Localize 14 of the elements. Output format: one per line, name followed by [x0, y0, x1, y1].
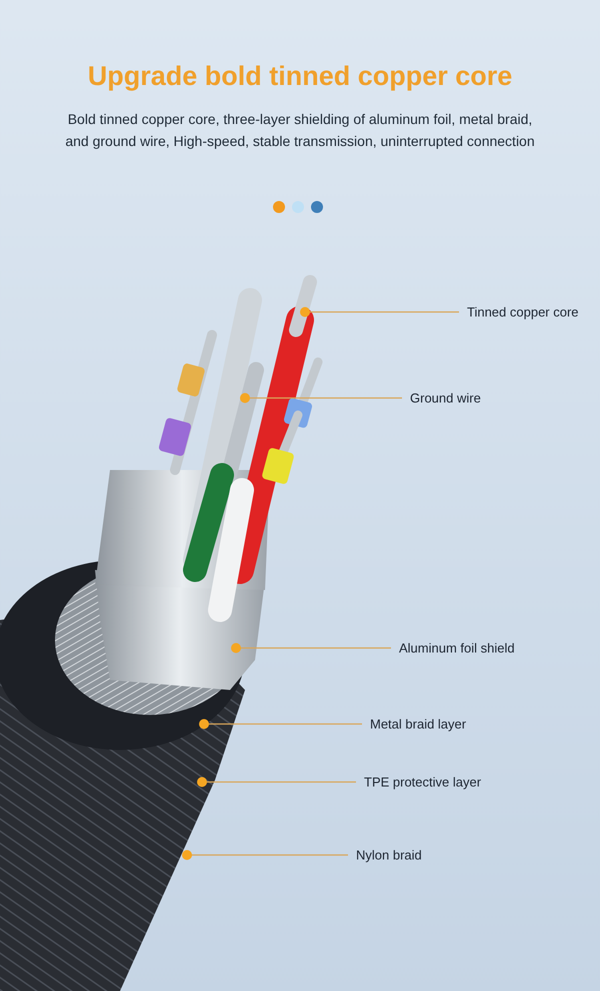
part-label: Aluminum foil shield — [399, 639, 515, 658]
leader-line — [231, 643, 391, 653]
part-label: Metal braid layer — [370, 715, 466, 734]
part-label: Nylon braid — [356, 846, 422, 864]
leader-line — [199, 719, 362, 729]
part-label: Tinned copper core — [467, 303, 579, 322]
part-label: Ground wire — [410, 389, 481, 408]
leader-line — [300, 307, 459, 317]
title: Upgrade bold tinned copper core — [88, 60, 512, 93]
leader-line — [197, 777, 356, 787]
leader-line — [240, 393, 402, 403]
leader-line — [182, 850, 348, 860]
part-label: TPE protective layer — [364, 773, 482, 792]
description-text: Bold tinned copper core, three-layer shielding of aluminum foil, metal braid, and ground wire, High-speed, stable transmission, uninterrupted connection — [65, 110, 535, 151]
